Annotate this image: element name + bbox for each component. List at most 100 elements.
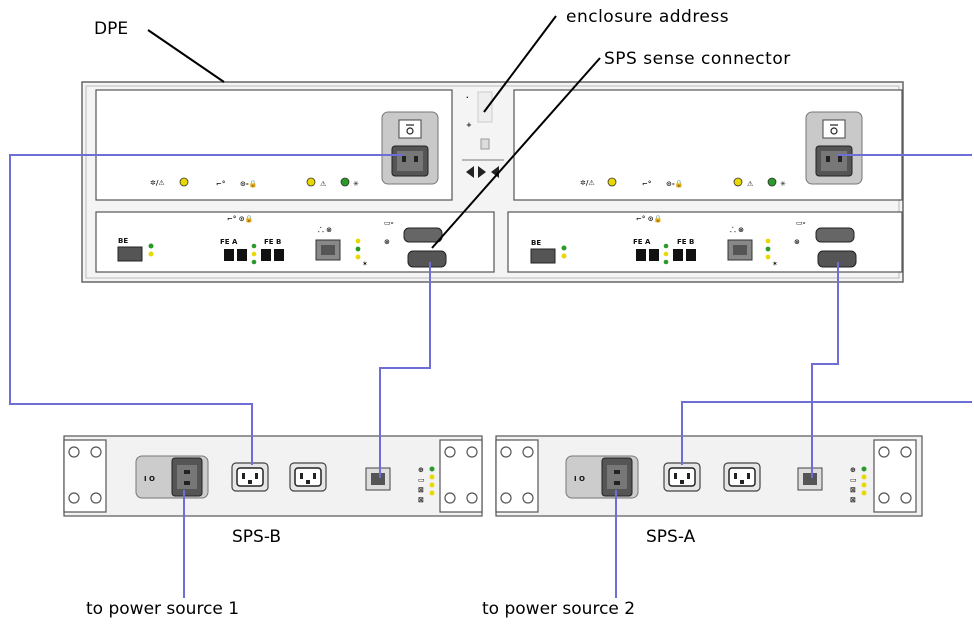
svg-text:⊕: ⊕: [850, 466, 856, 474]
svg-text:⚠: ⚠: [747, 180, 754, 188]
sps-a-unit: I O ⊕ ▭ ⊠ ⊠: [495, 435, 923, 517]
mounting-hole-icon: [466, 446, 478, 458]
svg-text:✳: ✳: [780, 180, 786, 188]
fe-a-label: FE A: [220, 238, 238, 246]
power-switch-icon[interactable]: I O: [144, 475, 155, 483]
mounting-hole-icon: [522, 446, 534, 458]
cable-sps-a-sense: [811, 262, 839, 478]
fe-b-label: FE B: [264, 238, 281, 246]
svg-text:⊠: ⊠: [418, 486, 424, 494]
cable-sps-b-sense: [379, 262, 431, 478]
svg-text:⚠: ⚠: [320, 180, 327, 188]
sps-b-label: SPS-B: [232, 527, 281, 547]
serial-port-icon[interactable]: ▭- ⊗: [384, 219, 447, 268]
power-cables: [9, 154, 972, 598]
mounting-hole-icon: [466, 492, 478, 504]
power-supply-a: ✲/⚠ ⌐° ⊙-🔒 ⚠ ✳: [513, 89, 903, 201]
mounting-hole-icon: [68, 446, 80, 458]
power-outlet-1: [231, 462, 269, 492]
mounting-hole-icon: [444, 446, 456, 458]
svg-text:▭: ▭: [418, 476, 425, 484]
svg-text:✶: ✶: [362, 260, 368, 268]
fe-a-label: FE A: [633, 238, 651, 246]
svg-text:·: ·: [466, 94, 469, 102]
led-icon: ⊕ ▭ ⊠ ⊠: [850, 466, 867, 504]
cable-sps-a-outlet: [681, 401, 972, 465]
power-source-2-label: to power source 2: [482, 599, 635, 619]
storage-processor-b: BE ⌐° ⊙🔒 FE A FE B ⸫ ⊗: [95, 211, 495, 273]
enclosure-address-label: enclosure address: [566, 7, 729, 27]
svg-text:⊠: ⊠: [850, 486, 856, 494]
mounting-hole-icon: [878, 446, 890, 458]
power-switch-icon[interactable]: [822, 119, 846, 139]
svg-text:✲/⚠: ✲/⚠: [150, 179, 165, 187]
svg-text:▭-: ▭-: [796, 219, 806, 227]
mounting-hole-icon: [878, 492, 890, 504]
storage-processor-a: BE ⌐° ⊙🔒 FE A FE B ⸫ ⊗: [507, 211, 903, 273]
mounting-hole-icon: [500, 446, 512, 458]
svg-text:⸫ ⊗: ⸫ ⊗: [318, 226, 332, 234]
svg-text:⊗: ⊗: [384, 238, 390, 246]
power-inlet-icon: [171, 457, 203, 497]
network-port-icon: ⸫ ⊗ ✶: [315, 226, 368, 268]
mounting-hole-icon: [68, 492, 80, 504]
svg-text:⊙-🔒: ⊙-🔒: [240, 180, 258, 188]
status-leds: ✲/⚠ ⌐° ⊙-🔒 ⚠ ✳: [150, 177, 359, 188]
sps-sense-connector-label: SPS sense connector: [604, 49, 791, 69]
power-inlet-icon: [601, 457, 633, 497]
svg-text:⌐° ⊙🔒: ⌐° ⊙🔒: [636, 215, 662, 223]
power-outlet-2: [289, 462, 327, 492]
cable-dpe-b-power: [9, 154, 404, 465]
mounting-hole-icon: [500, 492, 512, 504]
mounting-hole-icon: [90, 446, 102, 458]
sense-port: [797, 467, 823, 491]
be-port-label: BE: [118, 237, 128, 245]
svg-text:⊕: ⊕: [418, 466, 424, 474]
enclosure-address-panel: · +: [462, 91, 504, 178]
svg-text:⊙-🔒: ⊙-🔒: [666, 180, 684, 188]
sps-b-unit: I O ⊕ ▭ ⊠ ⊠: [63, 435, 483, 517]
be-port: BE: [530, 239, 567, 264]
mounting-hole-icon: [900, 492, 912, 504]
fe-ports: ⌐° ⊙🔒 FE A FE B: [220, 215, 284, 265]
network-port-icon: ⸫ ⊗ ✶: [727, 226, 778, 268]
svg-text:▭: ▭: [850, 476, 857, 484]
svg-text:✳: ✳: [353, 180, 359, 188]
status-leds: ✲/⚠ ⌐° ⊙-🔒 ⚠ ✳: [580, 177, 786, 188]
be-port-label: BE: [531, 239, 541, 247]
power-inlet-icon: [815, 145, 853, 177]
svg-text:⊠: ⊠: [850, 496, 856, 504]
fe-ports: ⌐° ⊙🔒 FE A FE B: [633, 215, 696, 265]
power-switch-icon[interactable]: [398, 119, 422, 139]
dpe-enclosure: ✲/⚠ ⌐° ⊙-🔒 ⚠ ✳ · +: [81, 81, 904, 283]
power-source-1-label: to power source 1: [86, 599, 239, 619]
mounting-hole-icon: [522, 492, 534, 504]
svg-text:✶: ✶: [772, 260, 778, 268]
svg-text:▭-: ▭-: [384, 219, 394, 227]
power-supply-b: ✲/⚠ ⌐° ⊙-🔒 ⚠ ✳: [95, 89, 453, 201]
svg-text:⌐°: ⌐°: [216, 180, 225, 188]
svg-text:⌐°: ⌐°: [642, 180, 651, 188]
sense-cables: [379, 262, 839, 478]
sps-a-label: SPS-A: [646, 527, 696, 547]
svg-text:✲/⚠: ✲/⚠: [580, 179, 595, 187]
fe-b-label: FE B: [677, 238, 694, 246]
power-switch-icon[interactable]: I O: [574, 475, 585, 483]
svg-text:⊠: ⊠: [418, 496, 424, 504]
power-inlet-icon: [391, 145, 429, 177]
svg-text:+: +: [466, 121, 472, 129]
dpe-label: DPE: [94, 19, 128, 39]
power-outlet-2: [723, 462, 761, 492]
sense-port: [365, 467, 391, 491]
led-icon: ⊕ ▭ ⊠ ⊠: [418, 466, 435, 504]
mounting-hole-icon: [900, 446, 912, 458]
be-port: BE: [117, 237, 154, 262]
serial-port-icon[interactable]: ▭- ⊗: [794, 219, 857, 268]
svg-text:⸫ ⊗: ⸫ ⊗: [730, 226, 744, 234]
svg-text:⌐° ⊙🔒: ⌐° ⊙🔒: [227, 215, 253, 223]
mounting-hole-icon: [444, 492, 456, 504]
power-outlet-1: [663, 462, 701, 492]
callout-leaders: [147, 15, 601, 249]
svg-text:⊗: ⊗: [794, 238, 800, 246]
